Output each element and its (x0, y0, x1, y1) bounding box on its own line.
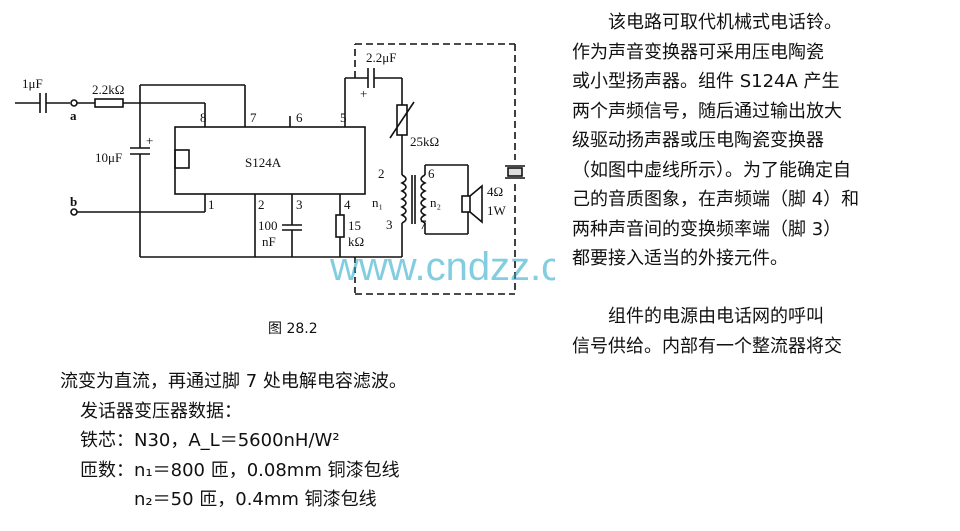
label-pin6: 6 (296, 110, 303, 125)
text-line: 信号供给。内部有一个整流器将交 (572, 335, 842, 357)
label-t6: 6 (428, 166, 435, 181)
label-r-15-unit: kΩ (348, 234, 364, 249)
figure-caption: 图 28.2 (268, 321, 318, 337)
label-spk-w: 1W (487, 203, 507, 218)
paragraph-right-2: 组件的电源由电话网的呼叫 信号供给。内部有一个整流器将交 (572, 302, 952, 361)
text-line: 都要接入适当的外接元件。 (572, 248, 788, 269)
label-node-b: b (70, 194, 77, 209)
label-r-in: 2.2kΩ (92, 82, 124, 97)
text-line: 铁芯：N30，A_L＝5600nH/W² (80, 430, 340, 451)
text-line: 两种声音间的变换频率端（脚 3） (572, 218, 842, 240)
text-line: 匝数：n₁＝800 匝，0.08mm 铜漆包线 (80, 459, 400, 481)
label-pin5: 5 (340, 110, 347, 125)
text-line: 流变为直流，再通过脚 7 处电解电容滤波。 (60, 371, 407, 392)
ic-notch (174, 149, 190, 169)
paragraph-right: 该电路可取代机械式电话铃。 作为声音变换器可采用压电陶瓷 或小型扬声器。组件 S… (572, 8, 952, 274)
text-line: 作为声音变换器可采用压电陶瓷 (572, 41, 824, 63)
label-pot: 25kΩ (410, 134, 439, 149)
label-pin7: 7 (250, 110, 257, 125)
svg-text:+: + (360, 86, 367, 101)
label-c-100-unit: nF (262, 234, 276, 249)
label-c-10: 10μF (95, 150, 122, 165)
label-ic: S124A (245, 155, 282, 170)
text-line: 发话器变压器数据： (80, 400, 242, 422)
label-spk: 4Ω (487, 184, 503, 199)
text-line: 两个声频信号，随后通过输出放大 (572, 100, 842, 122)
label-t3: 3 (386, 217, 393, 232)
watermark: www.cndzz.com (329, 245, 555, 289)
text-line: 级驱动扬声器或压电陶瓷变换器 (572, 130, 824, 151)
label-pin4: 4 (344, 197, 351, 212)
label-node-a: a (70, 108, 77, 123)
text-line: 该电路可取代机械式电话铃。 (608, 12, 842, 33)
circuit-schematic: + + 1μF 2.2kΩ a b 10μF 2.2μF S124A 8 7 6… (0, 0, 555, 310)
label-n2: n₂ (430, 195, 441, 210)
label-pin8: 8 (200, 110, 207, 125)
paragraph-left: 流变为直流，再通过脚 7 处电解电容滤波。 发话器变压器数据： 铁芯：N30，A… (60, 367, 540, 515)
label-t2: 2 (378, 166, 385, 181)
label-n1: n₁ (372, 195, 383, 210)
text-line: 己的音质图象，在声频端（脚 4）和 (572, 189, 860, 210)
text-line: 组件的电源由电话网的呼叫 (608, 306, 824, 327)
text-line: n₂＝50 匝，0.4mm 铜漆包线 (134, 489, 377, 510)
label-c-22: 2.2μF (366, 50, 396, 65)
label-c-100: 100 (258, 218, 278, 233)
label-t7: 7 (420, 217, 427, 232)
label-pin2: 2 (258, 197, 265, 212)
label-r-15: 15 (348, 218, 361, 233)
text-line: 或小型扬声器。组件 S124A 产生 (572, 71, 840, 92)
svg-text:+: + (146, 133, 153, 148)
label-pin3: 3 (296, 197, 303, 212)
text-line: （如图中虚线所示）。为了能确定自 (572, 159, 851, 181)
label-pin1: 1 (208, 197, 215, 212)
label-c-in: 1μF (22, 76, 43, 91)
